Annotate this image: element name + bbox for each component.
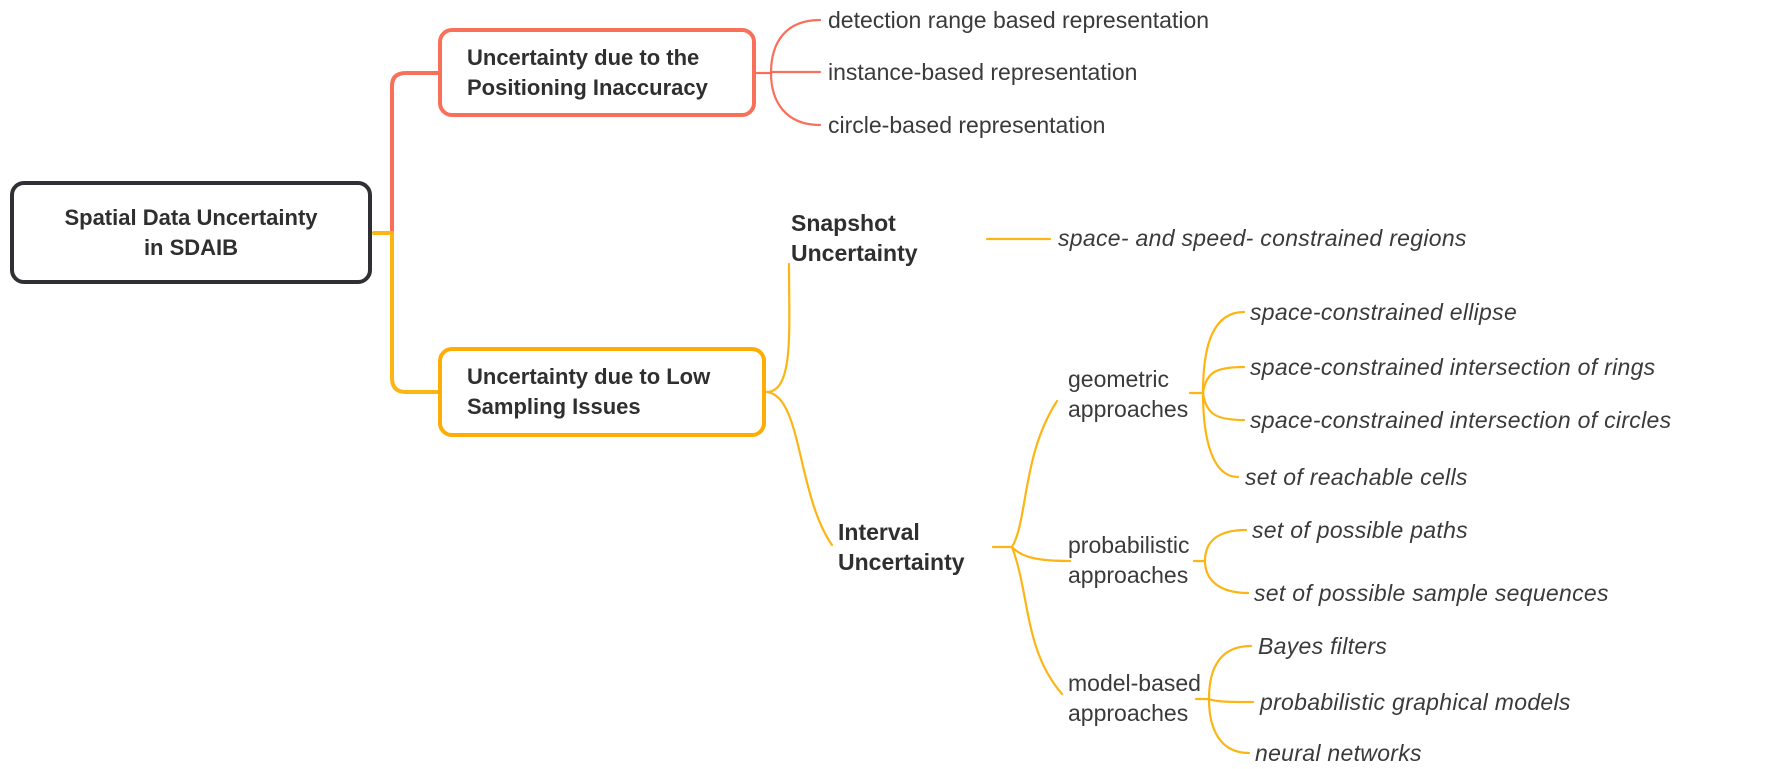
snapshot-label-line2: Uncertainty (791, 240, 918, 266)
leaf-reachable-cells: set of reachable cells (1245, 464, 1468, 490)
positioning-trunk-line (390, 71, 440, 235)
root-node-label-line1: Spatial Data Uncertainty (64, 204, 318, 230)
positioning-inaccuracy-node: Uncertainty due to the Positioning Inacc… (438, 28, 756, 117)
positioning-leaf-lines (754, 18, 822, 127)
positioning-node-label-line2: Positioning Inaccuracy (467, 74, 708, 100)
model-based-label-line2: approaches (1068, 700, 1189, 726)
geometric-leaf-lines (1188, 310, 1246, 479)
interval-uncertainty-label: Interval Uncertainty (838, 517, 965, 577)
root-node: Spatial Data Uncertainty in SDAIB (10, 181, 372, 284)
leaf-intersection-of-rings: space-constrained intersection of rings (1250, 354, 1656, 380)
low-sampling-node: Uncertainty due to Low Sampling Issues (438, 347, 766, 437)
leaf-neural-networks: neural networks (1255, 740, 1422, 766)
leaf-space-speed-regions: space- and speed- constrained regions (1058, 225, 1467, 251)
model-based-label-line1: model-based (1068, 670, 1201, 696)
snapshot-label-line1: Snapshot (791, 210, 896, 236)
leaf-bayes-filters: Bayes filters (1258, 633, 1388, 659)
root-node-label-line2: in SDAIB (143, 234, 239, 260)
model-based-approaches-label: model-based approaches (1068, 668, 1201, 728)
probabilistic-label-line1: probabilistic (1068, 532, 1190, 558)
model-based-leaf-lines (1194, 644, 1255, 755)
leaf-detection-range: detection range based representation (828, 7, 1210, 33)
snapshot-uncertainty-label: Snapshot Uncertainty (791, 208, 918, 268)
sampling-node-label-line2: Sampling Issues (467, 394, 641, 419)
interval-label-line1: Interval (838, 519, 920, 545)
leaf-possible-paths: set of possible paths (1252, 517, 1468, 543)
leaf-graphical-models: probabilistic graphical models (1260, 689, 1571, 715)
probabilistic-approaches-label: probabilistic approaches (1068, 530, 1189, 590)
leaf-intersection-of-circles: space-constrained intersection of circle… (1250, 407, 1672, 433)
leaf-space-constrained-ellipse: space-constrained ellipse (1250, 299, 1518, 325)
sampling-child-lines (765, 262, 834, 547)
probabilistic-label-line2: approaches (1068, 562, 1189, 588)
geometric-label-line2: approaches (1068, 396, 1189, 422)
leaf-possible-sample-sequences: set of possible sample sequences (1254, 580, 1609, 606)
sampling-node-label-line1: Uncertainty due to Low (467, 364, 711, 389)
interval-label-line2: Uncertainty (838, 549, 965, 575)
leaf-circle-based: circle-based representation (828, 112, 1106, 138)
geometric-approaches-label: geometric approaches (1068, 364, 1188, 424)
geometric-label-line1: geometric (1068, 366, 1169, 392)
positioning-node-label-line1: Uncertainty due to the (467, 44, 700, 70)
interval-child-lines (991, 399, 1072, 696)
leaf-instance-based: instance-based representation (828, 59, 1138, 85)
probabilistic-leaf-lines (1192, 528, 1250, 595)
sampling-trunk-line (372, 231, 440, 394)
